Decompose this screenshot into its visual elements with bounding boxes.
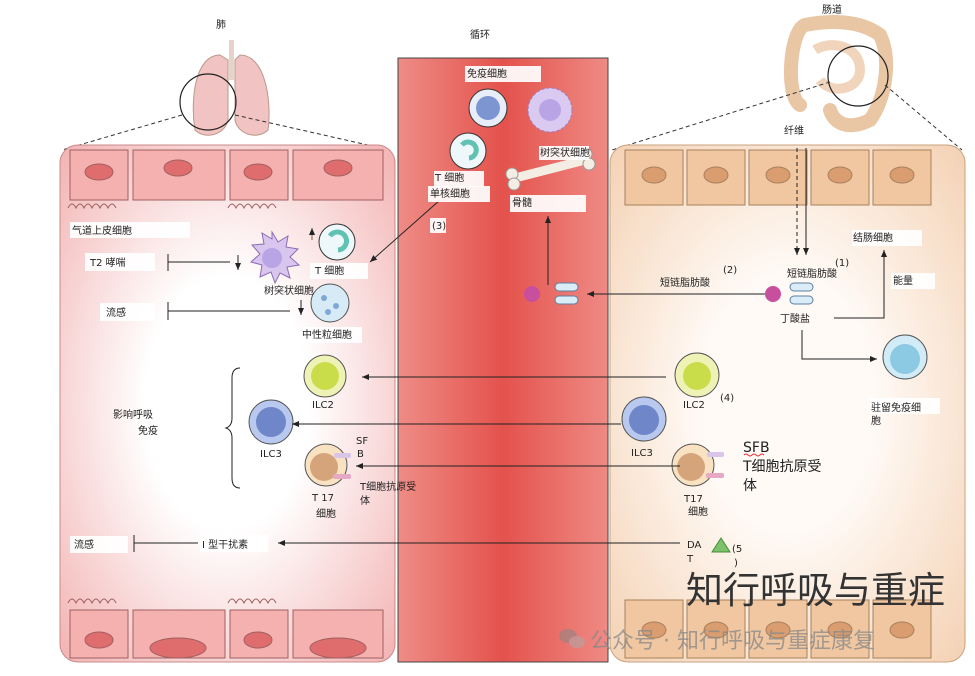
vessel-scfa-molecule-icon: [524, 282, 579, 305]
gut-t17-label-1: T17: [683, 494, 703, 505]
dat-triangle-icon: [711, 537, 731, 553]
energy-label: 能量: [893, 274, 913, 287]
airway-epithelium-label: 气道上皮细胞: [72, 224, 132, 237]
t-cell-label: T 细胞: [314, 264, 344, 277]
ilc2-label: ILC2: [312, 400, 334, 411]
affect-immunity-label-2: 免疫: [138, 424, 158, 437]
monocyte-label: 单核细胞: [430, 187, 470, 200]
tcr-label-1: T细胞抗原受: [359, 480, 416, 493]
zoom-line: [234, 114, 391, 151]
step-5-label-2: ): [734, 558, 738, 569]
tcr-label-2: 体: [360, 495, 370, 507]
lung-label: 肺: [216, 19, 226, 31]
gut-ilc3-label: ILC3: [631, 448, 653, 459]
dat-label-1: DA: [687, 540, 702, 551]
vessel-dendritic-cell-icon: [527, 87, 573, 133]
gut-ilc3-icon: [621, 396, 667, 442]
step-4-label: (4): [720, 393, 734, 404]
scfa-label: 短链脂肪酸: [787, 267, 837, 280]
watermark-main: 知行呼吸与重症: [686, 569, 945, 612]
step-5-label-1: (5: [732, 544, 742, 555]
intestine-icon: [783, 15, 893, 133]
sfb-label: SFB: [743, 440, 770, 456]
gut-ilc2-icon: [674, 352, 720, 398]
vessel-dendritic-cell-label: 树突状细胞: [540, 146, 590, 159]
airway-epithelial-cells-bottom: [67, 598, 384, 659]
wechat-icon: [559, 629, 585, 648]
sfb-label-1: SF: [356, 436, 368, 447]
gut-label: 肠道: [822, 3, 842, 16]
step-3-label: (3): [432, 221, 446, 232]
gut-tcr-label-1: T细胞抗原受: [742, 459, 822, 475]
scfa-left-label: 短链脂肪酸: [660, 276, 710, 289]
affect-immunity-label-1: 影响呼吸: [113, 408, 153, 421]
scfa-molecule-icon: [765, 282, 814, 305]
arrows: [133, 148, 887, 552]
arrow-energy: [834, 250, 887, 319]
dendritic-cell-label: 树突状细胞: [264, 284, 314, 297]
resident-immune-label-1: 驻留免疫细: [871, 401, 921, 414]
gut-t17-cell-icon: [671, 443, 724, 487]
t2-asthma-label: T2 哮喘: [89, 256, 126, 269]
circulation-label: 循环: [470, 28, 490, 41]
zoom-line: [611, 81, 831, 151]
neutrophil-icon: [310, 283, 350, 323]
butyrate-label: 丁酸盐: [780, 312, 810, 325]
step-1-label: (1): [835, 258, 849, 269]
gut-tcr-label-2: 体: [743, 478, 757, 494]
airway-epithelial-cells-top: [67, 149, 384, 210]
arrow-resident: [801, 330, 877, 362]
colonocytes-top: [624, 149, 932, 206]
colonocytes-bottom: [624, 599, 932, 659]
watermark-footer: 公众号 · 知行呼吸与重症康复: [590, 629, 875, 654]
ilc3-label: ILC3: [260, 449, 282, 460]
flu-label: 流感: [106, 306, 126, 319]
resident-immune-label-2: 胞: [871, 415, 881, 427]
ifn-label: I 型干扰素: [202, 538, 248, 551]
gut-ilc2-label: ILC2: [683, 400, 705, 411]
lung-icon: [179, 40, 270, 136]
sfb-label-2: B: [357, 449, 364, 460]
immune-cells-label: 免疫细胞: [467, 67, 507, 80]
arrow-monocyte-to-lung: [369, 199, 441, 263]
colonocyte-label: 结肠细胞: [853, 231, 893, 244]
immune-cell-icon: [468, 88, 508, 128]
brace: [224, 367, 241, 489]
resident-immune-cell-icon: [882, 334, 928, 380]
t17-label-2: 细胞: [316, 507, 336, 520]
t-cell-icon: [318, 223, 356, 261]
dat-label-2: T: [686, 554, 694, 565]
t17-label-1: T 17: [311, 493, 334, 504]
t17-cell-icon: [304, 443, 351, 487]
zoom-line: [884, 84, 963, 151]
spellcheck-underline: [743, 453, 765, 457]
vessel-t-cell-label: T 细胞: [434, 171, 464, 184]
neutrophil-label: 中性粒细胞: [302, 328, 352, 341]
bone-marrow-label: 骨髓: [512, 196, 532, 209]
ilc2-icon: [303, 354, 347, 398]
fiber-label: 纤维: [784, 124, 804, 137]
ilc3-icon: [248, 399, 294, 445]
dendritic-cell-icon: [249, 230, 301, 285]
monocyte-icon: [449, 132, 487, 170]
gut-t17-label-2: 细胞: [688, 505, 708, 518]
flu-ifn-label: 流感: [74, 538, 94, 551]
gut-tissue-panel: [609, 144, 966, 663]
step-2-label: (2): [723, 265, 737, 276]
